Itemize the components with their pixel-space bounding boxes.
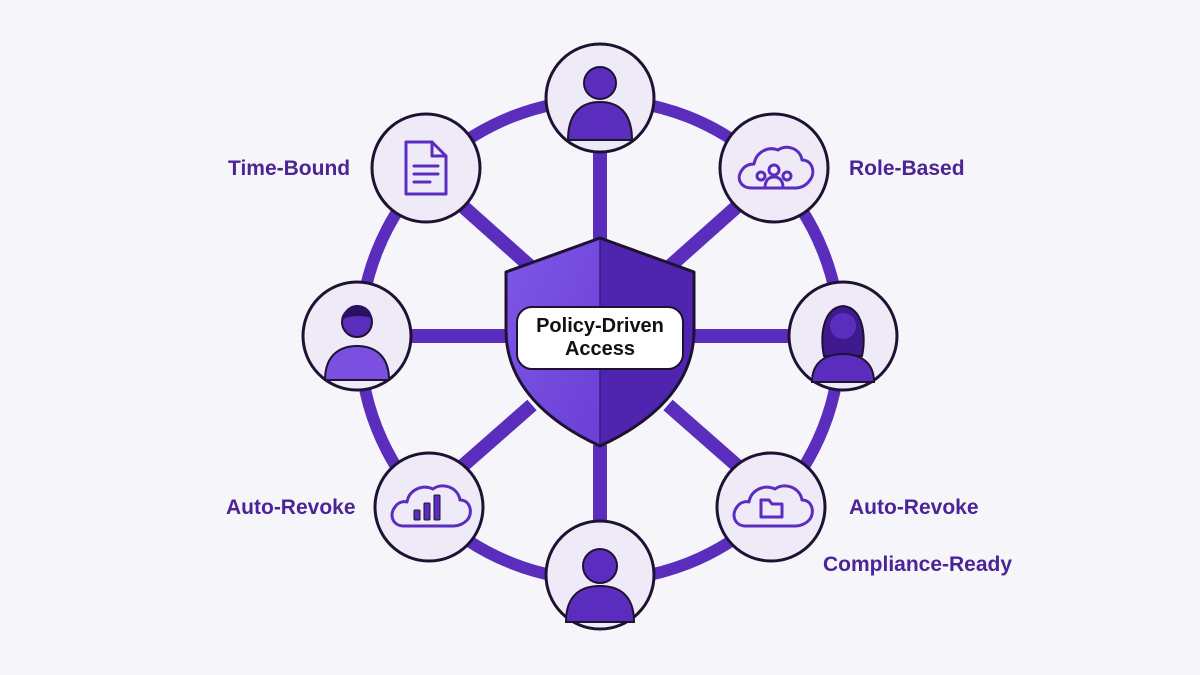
node-bottom: [544, 519, 656, 631]
cloud-folder-icon: [732, 484, 814, 528]
cloud-chart-icon: [390, 484, 472, 528]
user-icon: [323, 305, 391, 381]
spoke-bottom-right: [663, 399, 747, 476]
center-label-line2: Access: [564, 338, 636, 360]
label-auto-revoke-left: Auto-Revoke: [226, 496, 356, 519]
label-compliance-ready: Compliance-Ready: [823, 553, 1013, 576]
spoke-bottom-left: [453, 399, 537, 476]
node-top: [544, 42, 656, 154]
label-auto-revoke-right: Auto-Revoke: [849, 496, 979, 519]
node-left: [301, 280, 413, 392]
node-top-right: [718, 112, 830, 224]
node-bottom-left: [373, 451, 485, 563]
label-time-bound: Time-Bound: [228, 157, 351, 180]
node-top-left: [370, 112, 482, 224]
center-label: Policy-Driven Access: [516, 306, 684, 370]
spoke-top-right: [663, 196, 747, 274]
center-label-line1: Policy-Driven: [536, 315, 664, 337]
user-icon: [566, 66, 634, 141]
label-role-based: Role-Based: [849, 157, 965, 180]
spoke-top-left: [453, 196, 537, 274]
document-icon: [404, 140, 448, 196]
user-icon: [564, 548, 636, 623]
cloud-users-icon: [737, 145, 815, 190]
node-bottom-right: [715, 451, 827, 563]
woman-user-icon: [810, 304, 876, 383]
node-right: [787, 280, 899, 392]
